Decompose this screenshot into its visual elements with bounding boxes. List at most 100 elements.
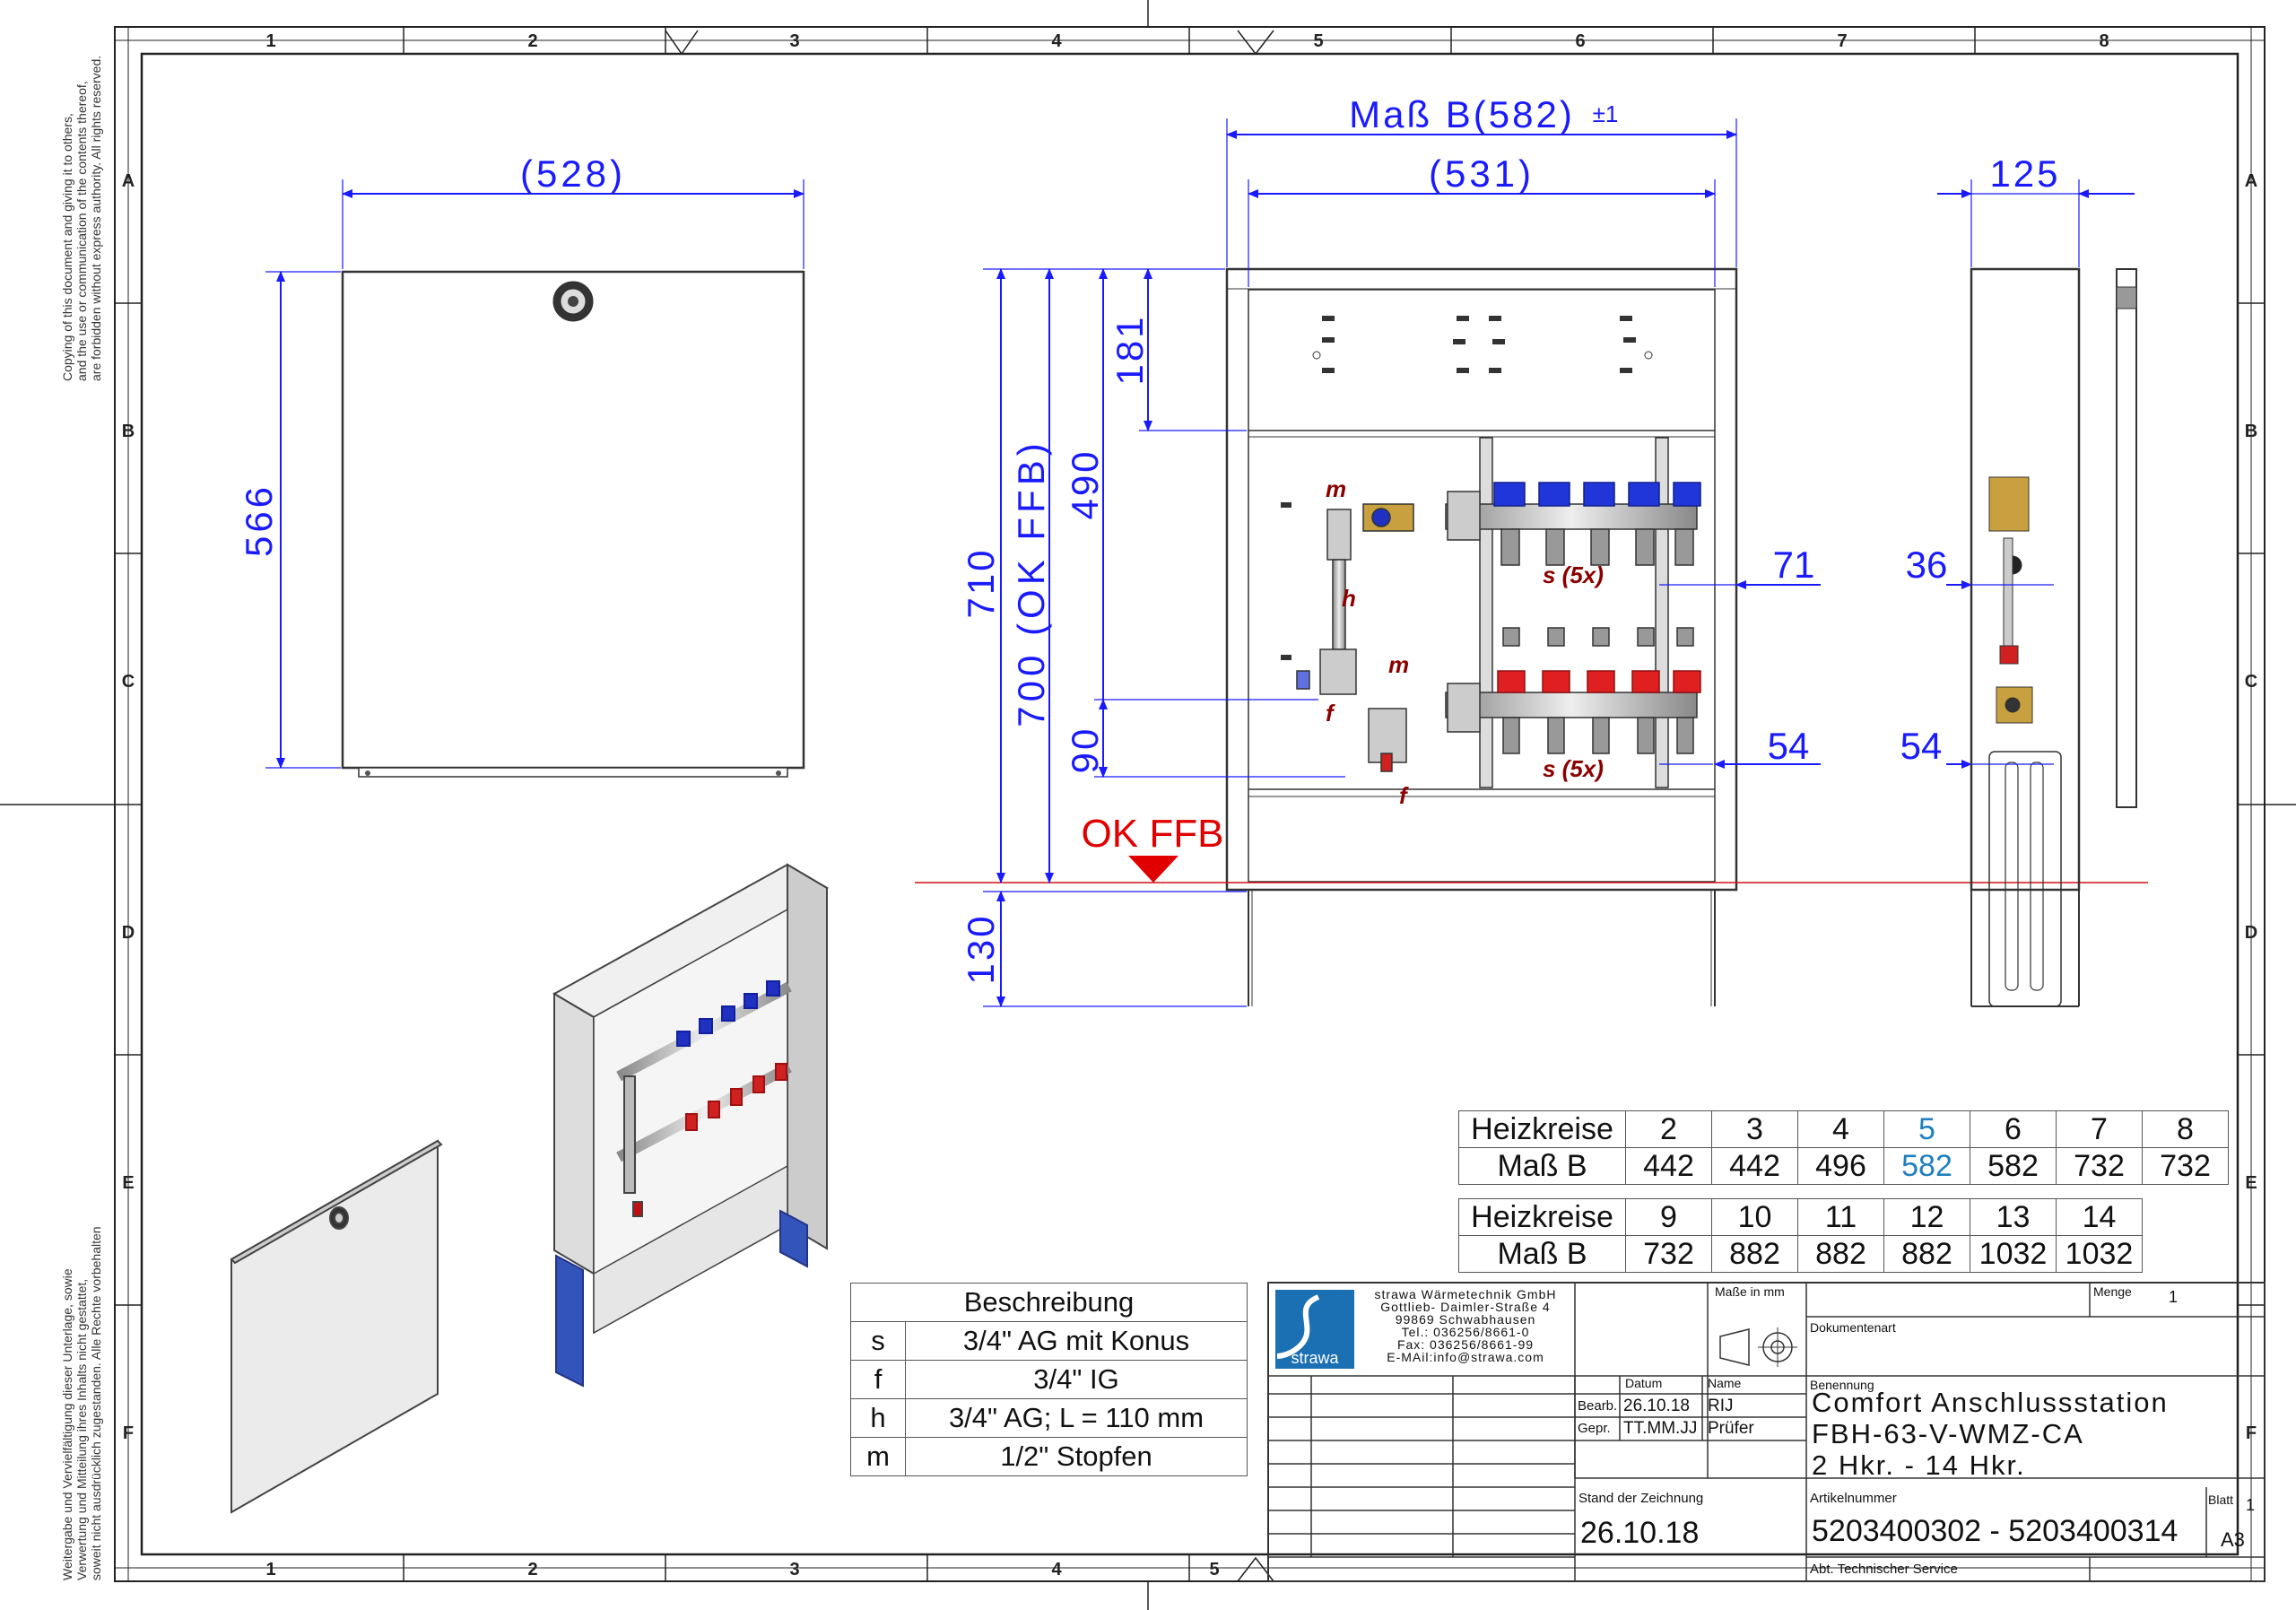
heizkreise-table-2: Heizkreise 9 10 11 12 13 14 Maß B 732 88… — [1458, 1198, 2143, 1273]
table-cell: 1032 — [1970, 1235, 2057, 1273]
svg-text:C: C — [2245, 672, 2257, 692]
svg-text:strawa: strawa — [1291, 1349, 1339, 1367]
beschreibung-title: Beschreibung — [850, 1283, 1248, 1322]
gepr-date: TT.MM.JJ — [1623, 1419, 1698, 1438]
svg-text:C: C — [122, 672, 135, 692]
svg-text:2: 2 — [527, 31, 537, 51]
gepr-name: Prüfer — [1708, 1419, 1754, 1438]
table-cell: 10 — [1711, 1198, 1798, 1236]
beschreibung-table: Beschreibung s 3/4" AG mit Konus f 3/4" … — [850, 1283, 1248, 1476]
dim-54-side: 54 — [1900, 725, 1943, 767]
dim-181: 181 — [1109, 314, 1151, 385]
floor-level-marker — [1128, 856, 1178, 883]
svg-text:F: F — [2246, 1423, 2257, 1443]
table-cell: 882 — [1711, 1235, 1798, 1273]
table-row: s 3/4" AG mit Konus — [850, 1321, 1248, 1361]
blatt-value: 1 — [2246, 1496, 2256, 1514]
svg-text:m: m — [1388, 651, 1409, 678]
svg-text:B: B — [122, 422, 135, 441]
dokumentenart-label: Dokumentenart — [1810, 1320, 1896, 1335]
table-cell: 442 — [1625, 1147, 1712, 1185]
svg-text:E: E — [2245, 1173, 2257, 1193]
table-cell: 4 — [1797, 1110, 1884, 1148]
beschreibung-key: f — [850, 1360, 906, 1399]
isometric-door-view — [230, 1139, 443, 1514]
strawa-logo: strawa — [1275, 1290, 1354, 1369]
table-cell: 13 — [1970, 1198, 2057, 1236]
heizkreise-table-1: Heizkreise 2 3 4 5 6 7 8 Maß B 442 442 4… — [1458, 1110, 2229, 1185]
door-front-view — [341, 270, 805, 778]
mounting-slots — [1281, 316, 1653, 660]
table-cell: 9 — [1625, 1198, 1712, 1236]
dim-90: 90 — [1064, 727, 1106, 774]
title-block — [1267, 1282, 2266, 1582]
table-row: Maß B 732 882 882 882 1032 1032 — [1458, 1235, 2143, 1273]
dim-mass-b: Maß B(582) — [1349, 93, 1575, 135]
svg-text:Weitergabe und Vervielfältigun: Weitergabe und Vervielfältigung dieser U… — [60, 1268, 74, 1580]
beschreibung-key: m — [850, 1437, 906, 1476]
copyright-note-top: Copying of this document and giving it t… — [60, 56, 103, 381]
paper-format: A3 — [2221, 1528, 2245, 1551]
component-labels: m h m f f s (5x) s (5x) — [1326, 475, 1604, 809]
table-header-mass-b: Maß B — [1458, 1147, 1626, 1185]
frame-row-labels: A B C D E F A B C D E F — [122, 171, 2257, 1443]
table-cell-highlight: 5 — [1883, 1110, 1970, 1148]
svg-text:s (5x): s (5x) — [1543, 755, 1604, 782]
dim-inner-width: (531) — [1429, 152, 1535, 195]
benennung-line: Comfort Anschlussstation — [1812, 1387, 2169, 1418]
beschreibung-desc: 3/4" AG mit Konus — [905, 1321, 1248, 1361]
table-cell: 2 — [1625, 1110, 1712, 1148]
blatt-label: Blatt — [2208, 1493, 2234, 1507]
table-cell: 12 — [1883, 1198, 1970, 1236]
projection-symbol — [1719, 1327, 1797, 1367]
svg-text:F: F — [123, 1423, 134, 1443]
company-line: Tel.: 036256/8661-0 — [1401, 1325, 1530, 1339]
benennung-line: 2 Hkr. - 14 Hkr. — [1812, 1449, 2026, 1481]
bearb-date: 26.10.18 — [1623, 1397, 1690, 1415]
table-cell: 732 — [2142, 1147, 2229, 1185]
table-row: Heizkreise 9 10 11 12 13 14 — [1458, 1198, 2143, 1236]
svg-text:5: 5 — [1313, 31, 1323, 51]
stand-label: Stand der Zeichnung — [1578, 1491, 1704, 1506]
svg-text:soweit nicht ausdrücklich zuge: soweit nicht ausdrücklich zugestanden. A… — [89, 1226, 103, 1580]
table-row: m 1/2" Stopfen — [850, 1437, 1248, 1476]
company-line: strawa Wärmetechnik GmbH — [1374, 1287, 1557, 1301]
svg-text:Copying of this document and g: Copying of this document and giving it t… — [60, 113, 74, 381]
bearb-name: RIJ — [1708, 1397, 1734, 1415]
gepr-label: Gepr. — [1578, 1421, 1611, 1436]
cabinet-dimensions — [983, 118, 1972, 1007]
svg-text:3: 3 — [789, 1560, 799, 1580]
copyright-note-bottom: Weitergabe und Vervielfältigung dieser U… — [60, 1226, 103, 1580]
table-cell: 7 — [2056, 1110, 2143, 1148]
table-cell: 14 — [2056, 1198, 2143, 1236]
table-cell: 882 — [1883, 1235, 1970, 1273]
cabinet-front-view — [1225, 267, 1738, 1006]
masse-label: Maße in mm — [1715, 1284, 1785, 1299]
svg-text:2: 2 — [527, 1560, 537, 1580]
dim-700-ok-ffb: 700 (OK FFB) — [1010, 439, 1052, 727]
menge-value: 1 — [2169, 1288, 2179, 1306]
svg-text:4: 4 — [1051, 31, 1062, 51]
table-cell: 3 — [1711, 1110, 1798, 1148]
table-header-mass-b: Maß B — [1458, 1235, 1626, 1273]
beschreibung-desc: 3/4" AG; L = 110 mm — [905, 1398, 1248, 1438]
beschreibung-desc: 3/4" IG — [905, 1360, 1248, 1399]
company-line: Fax: 036256/8661-99 — [1396, 1337, 1535, 1352]
company-line: 99869 Schwabhausen — [1395, 1312, 1536, 1327]
abteilung: Abt. Technischer Service — [1810, 1562, 1958, 1577]
benennung-label: Benennung — [1810, 1378, 1874, 1392]
side-dimensions — [1937, 179, 2135, 765]
svg-text:4: 4 — [1051, 1560, 1062, 1580]
dim-710: 710 — [960, 547, 1002, 618]
datum-label: Datum — [1625, 1376, 1663, 1390]
table-row: Maß B 442 442 496 582 582 732 732 — [1458, 1147, 2229, 1185]
svg-text:1: 1 — [265, 31, 275, 51]
table-cell: 882 — [1797, 1235, 1884, 1273]
menge-label: Menge — [2093, 1284, 2132, 1299]
table-row: f 3/4" IG — [850, 1360, 1248, 1399]
table-cell: 6 — [1970, 1110, 2057, 1148]
table-header-heizkreise: Heizkreise — [1458, 1110, 1626, 1148]
svg-text:and the use or communication o: and the use or communication of the cont… — [74, 81, 89, 381]
